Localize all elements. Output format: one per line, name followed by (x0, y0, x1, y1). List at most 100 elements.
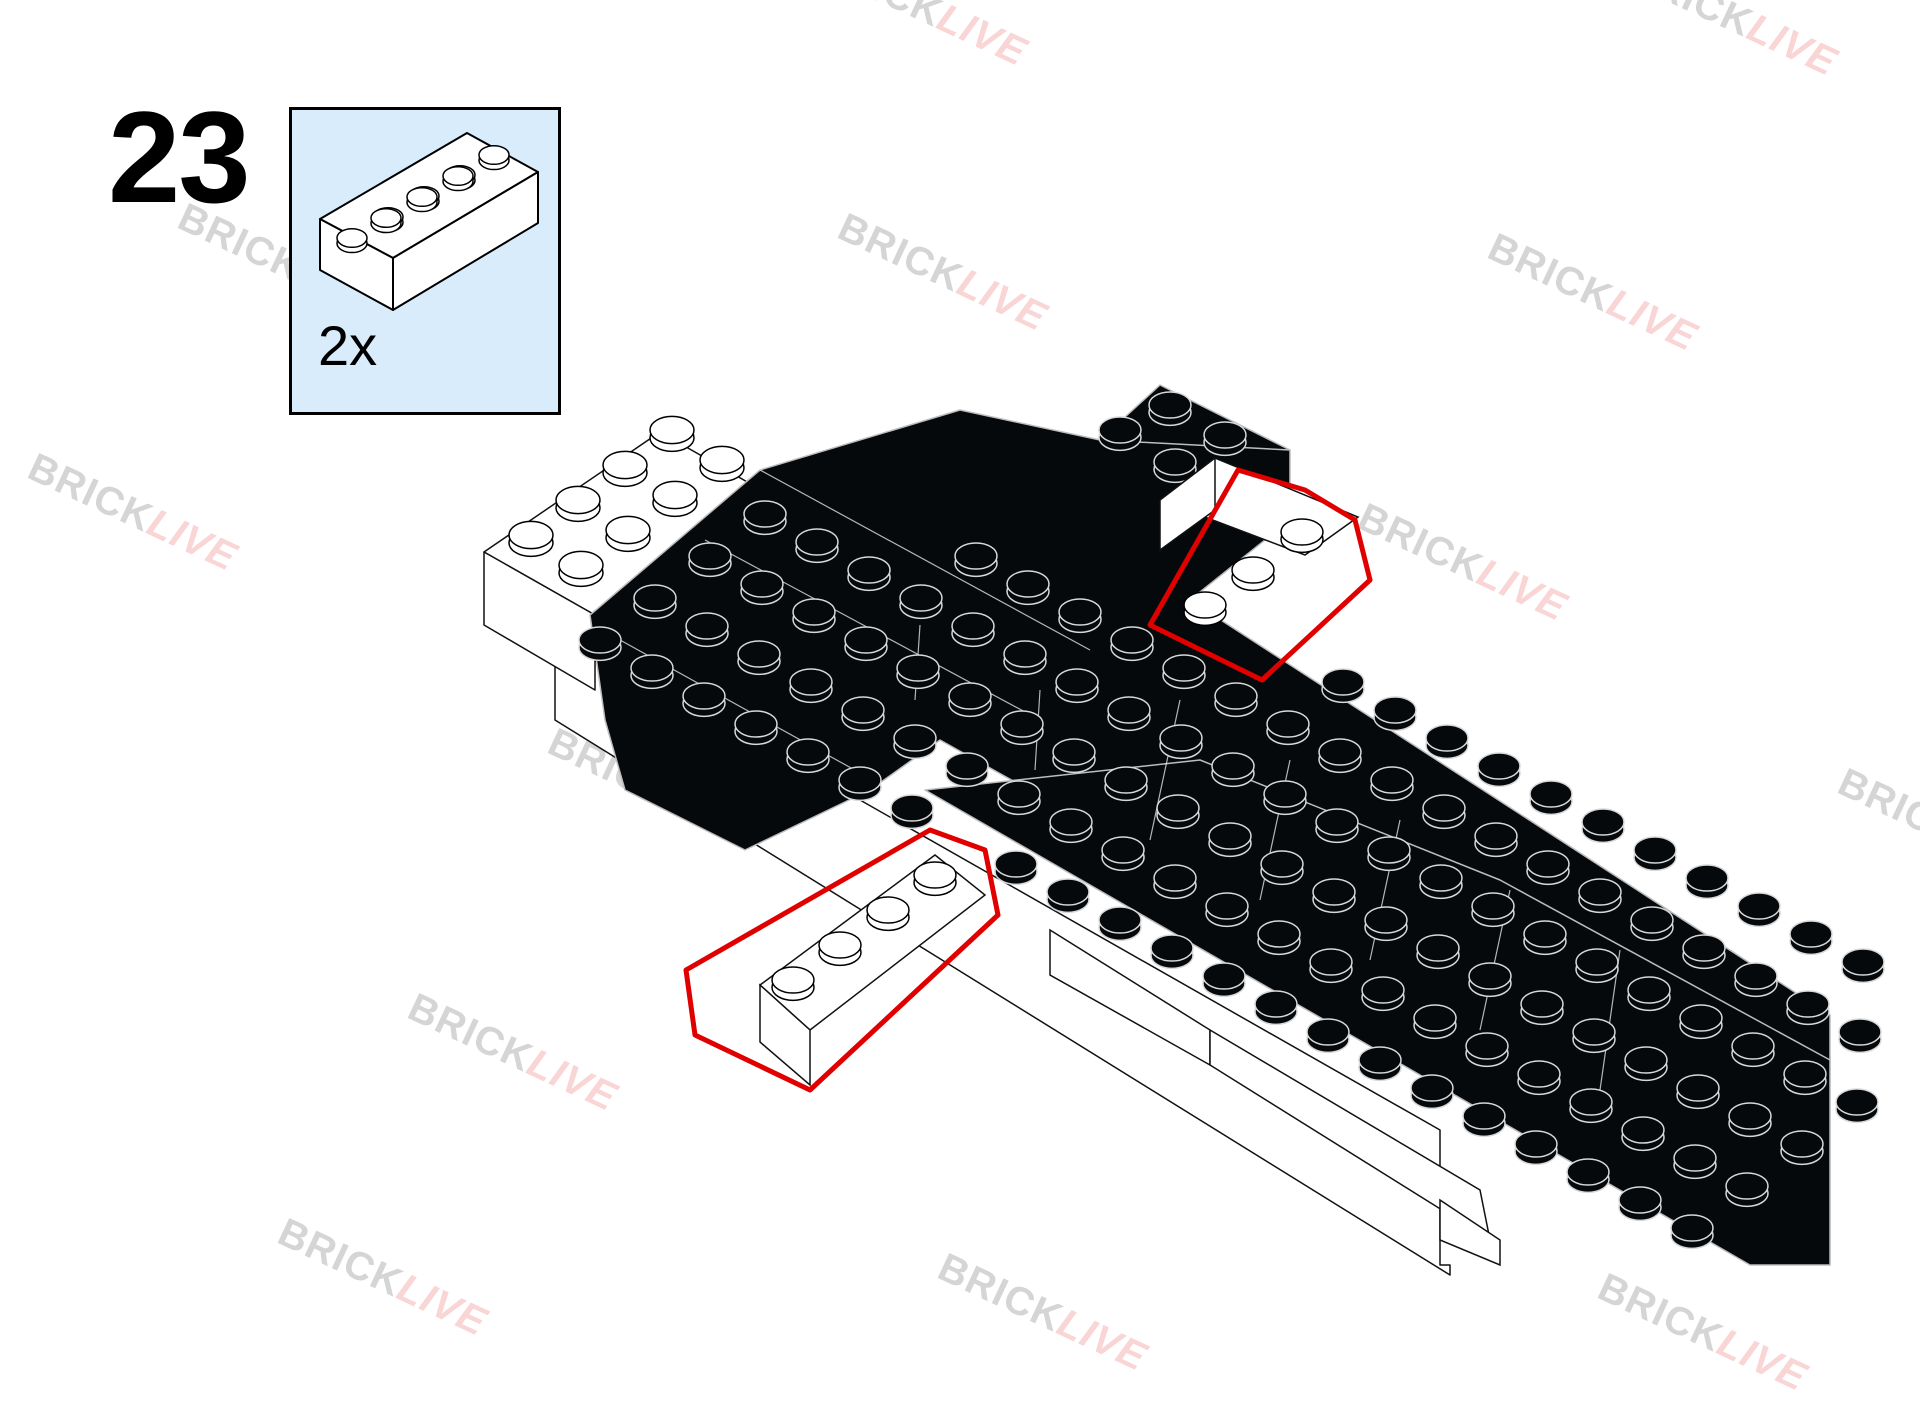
white-stud (699, 445, 745, 483)
black-stud (1153, 864, 1197, 900)
black-stud (1257, 920, 1301, 956)
white-belly-c (1439, 1198, 1501, 1267)
black-stud (1159, 724, 1203, 760)
black-stud (997, 780, 1041, 816)
black-stud (896, 654, 940, 690)
black-stud (1679, 1004, 1723, 1040)
black-stud (1410, 1074, 1454, 1110)
black-stud (633, 584, 677, 620)
black-stud (893, 724, 937, 760)
black-stud (1529, 780, 1573, 816)
black-stud (1624, 1046, 1668, 1082)
black-stud (1725, 1172, 1769, 1208)
black-stud (1205, 892, 1249, 928)
black-stud (1462, 1102, 1506, 1138)
black-stud (1110, 626, 1154, 662)
black-stud (1101, 836, 1145, 872)
black-stud (1107, 696, 1151, 732)
black-stud (1098, 416, 1142, 452)
black-body-side (924, 759, 1831, 1266)
black-stud (682, 682, 726, 718)
black-stud (1581, 808, 1625, 844)
callout-stud (336, 227, 368, 254)
black-stud (1003, 640, 1047, 676)
white-stud (555, 485, 601, 523)
black-stud (630, 654, 674, 690)
black-stud (1471, 892, 1515, 928)
black-stud (1465, 1032, 1509, 1068)
black-stud (1780, 1130, 1824, 1166)
black-stud (1309, 948, 1353, 984)
black-stud (786, 738, 830, 774)
black-stud (734, 710, 778, 746)
white-studs (508, 415, 745, 588)
black-stud (1358, 1046, 1402, 1082)
black-stud (1477, 752, 1521, 788)
black-stud (1153, 448, 1197, 484)
black-stud (1254, 990, 1298, 1026)
black-stud (743, 500, 787, 536)
white-stud (602, 450, 648, 488)
black-stud (1728, 1102, 1772, 1138)
callout-stud (370, 207, 402, 234)
black-stud (1633, 836, 1677, 872)
black-stud (1514, 1130, 1558, 1166)
black-stud (1566, 1158, 1610, 1194)
black-stud (841, 696, 885, 732)
black-stud (1266, 710, 1310, 746)
black-stud (945, 752, 989, 788)
black-stud (1046, 878, 1090, 914)
black-stud (1731, 1032, 1775, 1068)
black-stud (1413, 1004, 1457, 1040)
black-stud (1673, 1144, 1717, 1180)
highlight-stud (1231, 556, 1275, 592)
black-stud (1630, 906, 1674, 942)
black-stud (1838, 1018, 1882, 1054)
black-stud (1162, 654, 1206, 690)
black-stud (1058, 598, 1102, 634)
black-stud (578, 626, 622, 662)
black-stud (1627, 976, 1671, 1012)
black-stud (1416, 934, 1460, 970)
highlight-studs (771, 518, 1324, 1002)
black-stud (1052, 738, 1096, 774)
black-stud (1670, 1214, 1714, 1250)
black-stud (1364, 906, 1408, 942)
black-stud (1373, 696, 1417, 732)
black-studs (578, 391, 1885, 1250)
black-stud (1737, 892, 1781, 928)
black-stud (1150, 934, 1194, 970)
part-quantity: 2x (318, 314, 378, 377)
black-stud (890, 794, 934, 830)
black-stud (1572, 1018, 1616, 1054)
callout-stud (478, 144, 510, 171)
black-stud (1575, 948, 1619, 984)
callout-stud (442, 165, 474, 192)
black-stud (1006, 570, 1050, 606)
black-stud (1621, 1116, 1665, 1152)
black-stud (1312, 878, 1356, 914)
black-stud (1098, 906, 1142, 942)
black-stud (1263, 780, 1307, 816)
black-stud (740, 570, 784, 606)
highlight-stud (1280, 518, 1324, 554)
black-stud (1520, 990, 1564, 1026)
highlight-stud (1183, 591, 1227, 627)
black-stud (1370, 766, 1414, 802)
white-stud (605, 515, 651, 553)
black-stud (1835, 1088, 1879, 1124)
black-stud (1214, 682, 1258, 718)
black-stud (1361, 976, 1405, 1012)
white-stud (649, 415, 695, 453)
black-stud (1049, 808, 1093, 844)
black-stud (954, 542, 998, 578)
black-stud (1422, 794, 1466, 830)
black-stud (792, 598, 836, 634)
black-stud (1306, 1018, 1350, 1054)
black-stud (1202, 962, 1246, 998)
black-stud (838, 766, 882, 802)
black-stud (1468, 962, 1512, 998)
black-stud (1211, 752, 1255, 788)
black-stud (1367, 836, 1411, 872)
highlight-stud (913, 861, 957, 897)
